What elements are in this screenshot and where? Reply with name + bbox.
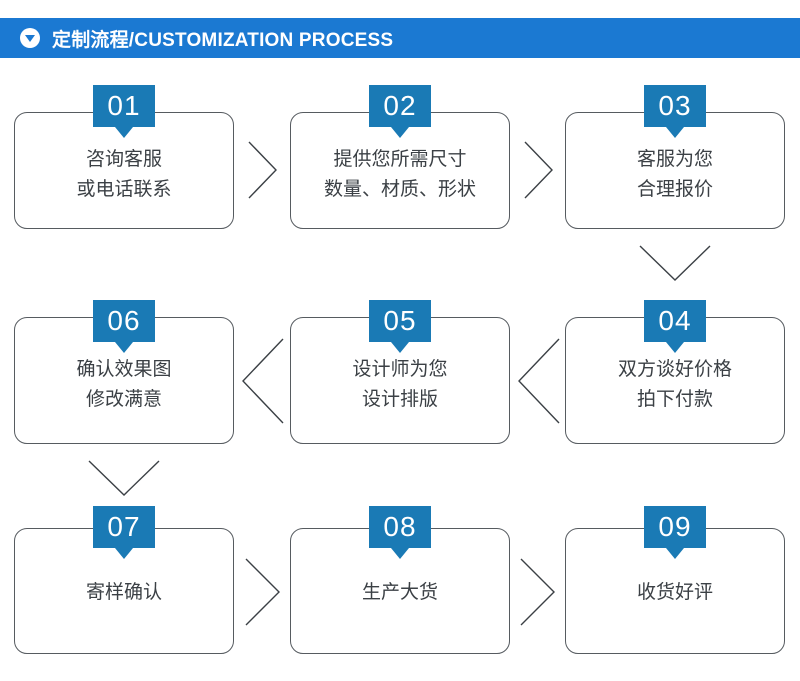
connector-02-to-03 — [522, 139, 556, 201]
step-badge-02: 02 — [369, 85, 431, 138]
step-badge-09: 09 — [644, 506, 706, 559]
step-number-04: 04 — [658, 305, 692, 336]
step-label-02: 提供您所需尺寸 数量、材质、形状 — [323, 149, 476, 200]
step-label-08: 生产大货 — [361, 582, 438, 603]
badge-tail-icon — [115, 548, 133, 559]
step-badge-06: 06 — [93, 300, 155, 353]
badge-tail-icon — [666, 342, 684, 353]
badge-tail-icon — [391, 127, 409, 138]
step-label-01: 咨询客服 或电话联系 — [76, 149, 172, 200]
step-number-05: 05 — [383, 305, 417, 336]
connector-05-to-06 — [240, 336, 286, 426]
step-badge-04: 04 — [644, 300, 706, 353]
circle-caret-down-icon — [20, 28, 40, 48]
step-badge-07: 07 — [93, 506, 155, 559]
badge-tail-icon — [391, 548, 409, 559]
step-label-06: 确认效果图 修改满意 — [76, 359, 172, 410]
step-number-06: 06 — [107, 305, 141, 336]
badge-tail-icon — [666, 548, 684, 559]
connector-06-to-07 — [86, 458, 162, 500]
badge-tail-icon — [391, 342, 409, 353]
step-label-03: 客服为您 合理报价 — [636, 149, 713, 200]
step-label-09: 收货好评 — [636, 582, 713, 603]
step-number-09: 09 — [658, 511, 692, 542]
step-badge-08: 08 — [369, 506, 431, 559]
badge-tail-icon — [115, 342, 133, 353]
step-badge-03: 03 — [644, 85, 706, 138]
connector-01-to-02 — [246, 139, 280, 201]
caret-down-glyph — [25, 35, 35, 42]
connector-07-to-08 — [243, 556, 283, 628]
badge-tail-icon — [115, 127, 133, 138]
step-number-02: 02 — [383, 90, 417, 121]
section-header-bar: 定制流程/CUSTOMIZATION PROCESS — [0, 18, 800, 58]
badge-tail-icon — [666, 127, 684, 138]
step-label-04: 双方谈好价格 拍下付款 — [617, 359, 732, 410]
step-number-07: 07 — [107, 511, 141, 542]
step-number-08: 08 — [383, 511, 417, 542]
step-badge-01: 01 — [93, 85, 155, 138]
step-label-07: 寄样确认 — [85, 582, 162, 603]
step-label-05: 设计师为您 设计排版 — [352, 359, 448, 410]
connector-08-to-09 — [518, 556, 558, 628]
step-number-03: 03 — [658, 90, 692, 121]
step-badge-05: 05 — [369, 300, 431, 353]
connector-03-to-04 — [637, 243, 713, 285]
connector-04-to-05 — [516, 336, 562, 426]
step-number-01: 01 — [107, 90, 141, 121]
page-title: 定制流程/CUSTOMIZATION PROCESS — [52, 29, 394, 51]
